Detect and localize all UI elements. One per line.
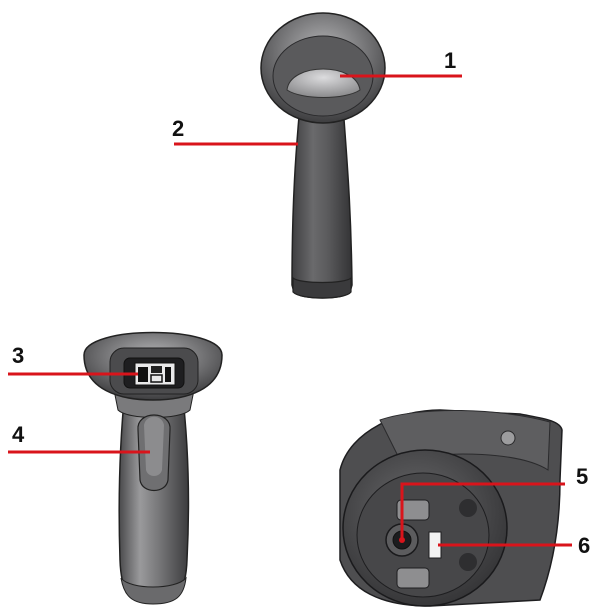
scanner-front-view xyxy=(83,331,223,605)
bottom-pad-bottom xyxy=(396,567,430,589)
scanner-bottom-view xyxy=(339,409,563,607)
bottom-screw-hole xyxy=(500,430,516,446)
front-sensor-lens-left xyxy=(138,367,148,382)
side-handle xyxy=(291,104,353,299)
front-handle-foot xyxy=(120,576,187,605)
callout-number-3: 3 xyxy=(12,343,24,368)
front-sensor-lens-right xyxy=(150,374,163,383)
bottom-inner-plate xyxy=(356,472,490,598)
bottom-pad-top xyxy=(396,499,430,521)
callout-number-6: 6 xyxy=(578,533,590,558)
callout-number-4: 4 xyxy=(12,422,25,447)
front-sensor-aim xyxy=(165,367,171,382)
front-trigger-highlight xyxy=(144,416,164,476)
scanner-side-view xyxy=(260,12,386,299)
callout-dot-5 xyxy=(399,537,405,543)
callout-number-1: 1 xyxy=(444,48,456,73)
callouts: 1 2 3 4 5 6 xyxy=(8,48,590,558)
callout-number-5: 5 xyxy=(576,464,588,489)
side-handle-cap xyxy=(292,276,352,299)
bottom-screw-pocket-2 xyxy=(459,553,477,571)
callout-line-5 xyxy=(400,482,565,540)
bottom-screw-pocket-1 xyxy=(459,499,477,517)
callout-number-2: 2 xyxy=(172,116,184,141)
front-sensor-led xyxy=(151,366,162,373)
